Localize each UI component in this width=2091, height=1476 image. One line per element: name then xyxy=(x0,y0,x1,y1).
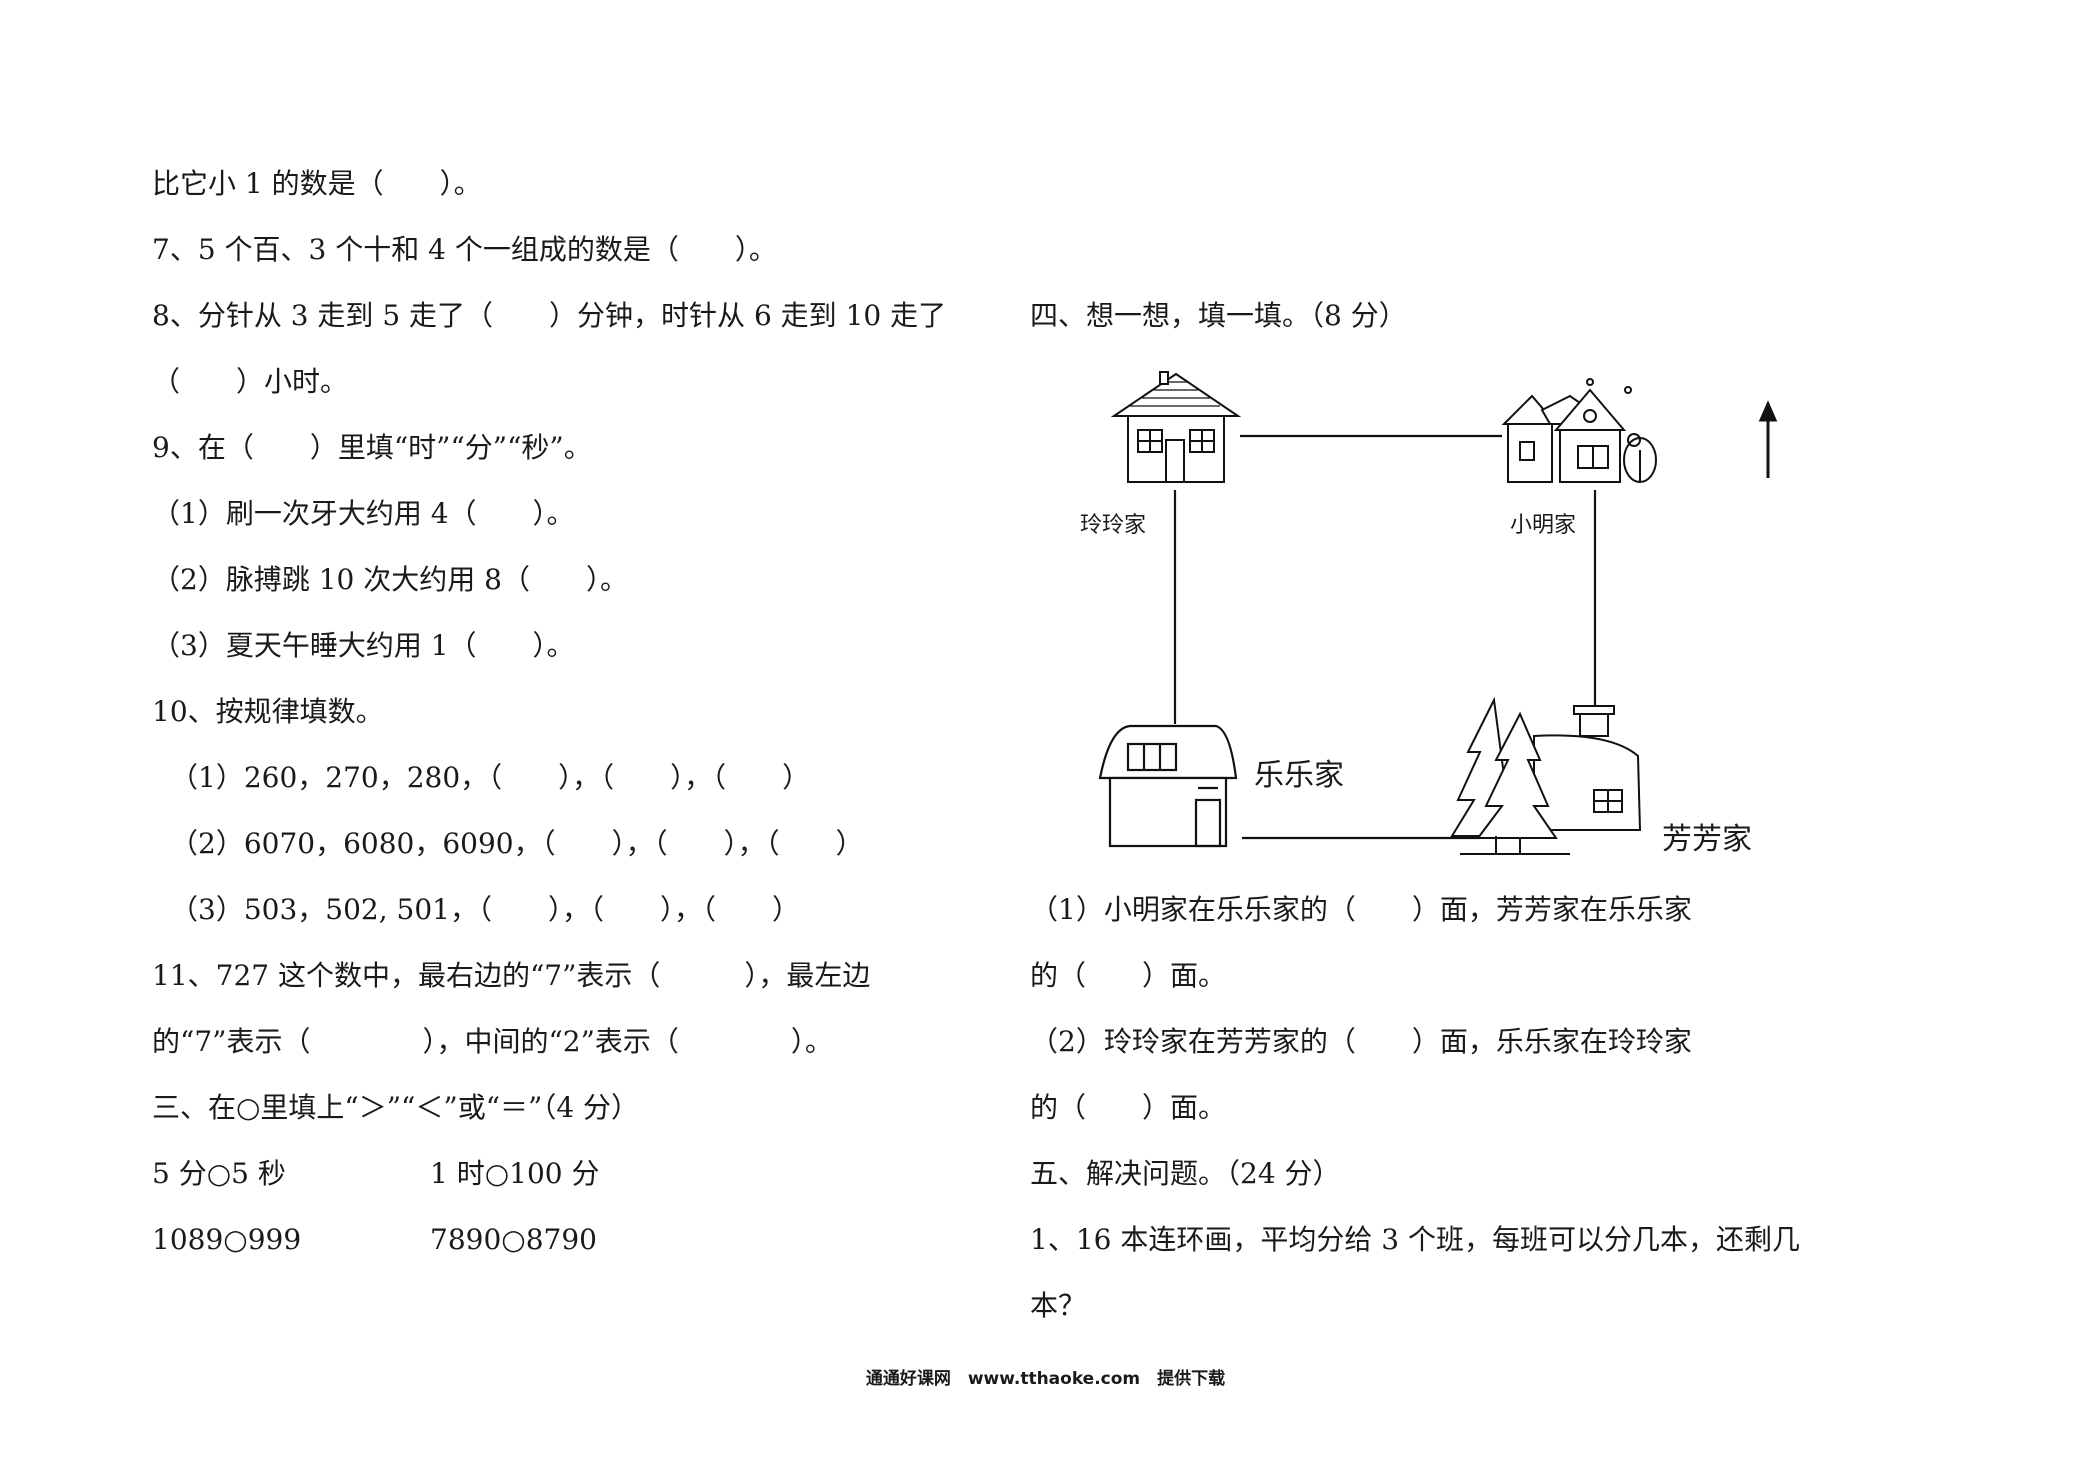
q5-1-line2: 本？ xyxy=(1030,1289,1087,1322)
house-icon-fangfang xyxy=(1450,696,1642,855)
house-icon-xiaoming xyxy=(1501,378,1657,483)
q4-1-line2: 的（ ）面。 xyxy=(1030,959,1227,992)
label-lele: 乐乐家 xyxy=(1254,758,1344,793)
q10: 10、按规律填数。 xyxy=(152,695,384,728)
q9: 9、在（ ）里填“时”“分”“秒”。 xyxy=(152,431,592,464)
label-xiaoming: 小明家 xyxy=(1510,513,1577,538)
compare-2b: 7890○8790 xyxy=(430,1223,597,1256)
q8-line2: （ ）小时。 xyxy=(152,365,349,398)
label-fangfang: 芳芳家 xyxy=(1662,822,1752,857)
q10-1: （1）260，270，280，（ ），（ ），（ ） xyxy=(170,761,811,794)
q8-line1: 8、分针从 3 走到 5 走了（ ）分钟，时针从 6 走到 10 走了 xyxy=(152,299,947,332)
section5-heading: 五、解决问题。（24 分） xyxy=(1030,1157,1341,1190)
map-diagram xyxy=(1098,371,1778,855)
q9-3: （3）夏天午睡大约用 1（ ）。 xyxy=(152,629,575,662)
q9-2: （2）脉搏跳 10 次大约用 8（ ）。 xyxy=(152,563,628,596)
north-arrow-icon xyxy=(1758,400,1778,478)
q9-1: （1）刷一次牙大约用 4（ ）。 xyxy=(152,497,575,530)
compare-2a: 1089○999 xyxy=(152,1223,302,1256)
q6-continuation: 比它小 1 的数是（ ）。 xyxy=(152,167,482,200)
q7: 7、5 个百、3 个十和 4 个一组成的数是（ ）。 xyxy=(152,233,777,266)
house-icon-lele xyxy=(1098,724,1238,848)
page-footer: 通通好课网 www.tthaoke.com 提供下载 xyxy=(865,1369,1226,1389)
label-lingling: 玲玲家 xyxy=(1080,513,1147,538)
q11-line2: 的“7”表示（ ），中间的“2”表示（ ）。 xyxy=(152,1025,833,1058)
compare-1a: 5 分○5 秒 xyxy=(152,1157,286,1190)
q4-1-line1: （1）小明家在乐乐家的（ ）面，芳芳家在乐乐家 xyxy=(1030,893,1692,926)
q10-2: （2）6070，6080，6090，（ ），（ ），（ ） xyxy=(170,827,864,860)
compare-1b: 1 时○100 分 xyxy=(430,1157,600,1190)
q11-line1: 11、727 这个数中，最右边的“7”表示（ ），最左边 xyxy=(152,959,871,992)
house-icon-lingling xyxy=(1110,371,1242,483)
q10-3: （3）503，502, 501，（ ），（ ），（ ） xyxy=(170,893,800,926)
q4-2-line1: （2）玲玲家在芳芳家的（ ）面，乐乐家在玲玲家 xyxy=(1030,1025,1692,1058)
section3-heading: 三、在○里填上“＞”“＜”或“＝”（4 分） xyxy=(152,1091,640,1124)
q5-1-line1: 1、16 本连环画，平均分给 3 个班，每班可以分几本，还剩几 xyxy=(1030,1223,1800,1256)
section4-heading: 四、想一想，填一填。（8 分） xyxy=(1030,299,1407,332)
q4-2-line2: 的（ ）面。 xyxy=(1030,1091,1227,1124)
